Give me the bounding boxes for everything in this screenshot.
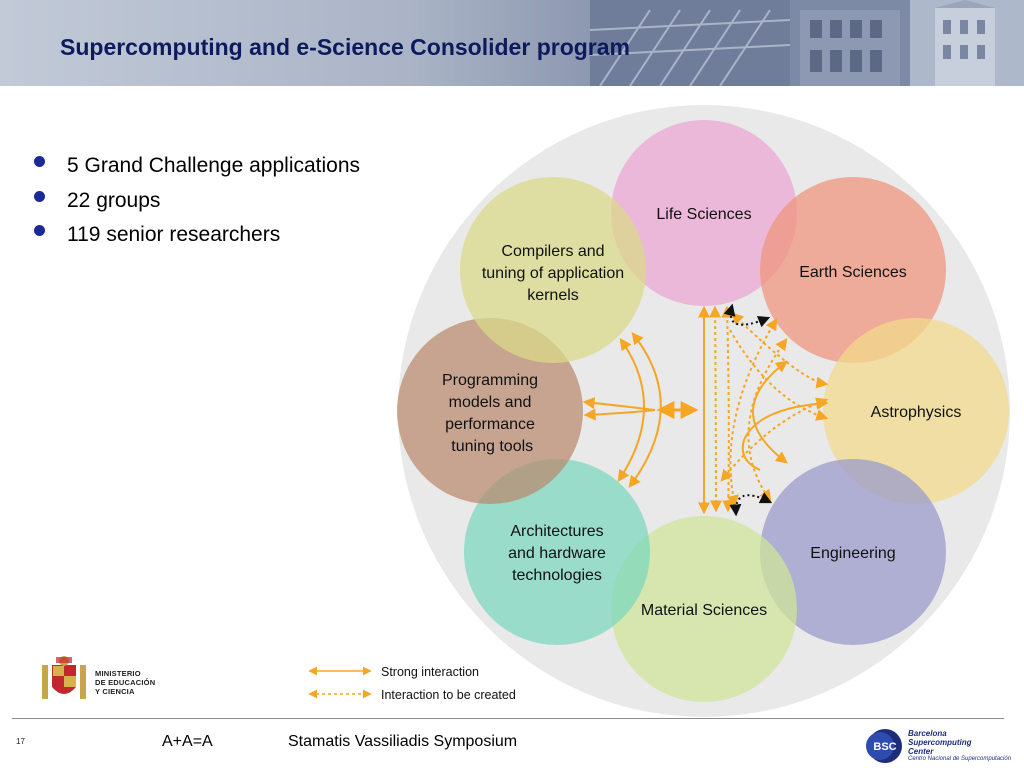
ministry-line: MINISTERIO [95, 669, 155, 678]
label-line: tuning of application [482, 265, 624, 282]
label-line: Programming [442, 372, 538, 389]
legend-strong-label: Strong interaction [381, 665, 479, 679]
page-number: 17 [16, 737, 25, 746]
bsc-line: Barcelona [908, 729, 972, 738]
label-life: Life Sciences [656, 206, 751, 223]
label-line: models and [449, 394, 532, 411]
ministry-line: DE EDUCACIÓN [95, 678, 155, 687]
legend-to-be-created-label: Interaction to be created [381, 688, 516, 702]
bsc-line: Center [908, 747, 972, 756]
footer-left-text: A+A=A [162, 733, 213, 751]
footer-center-text: Stamatis Vassiliadis Symposium [288, 733, 517, 751]
label-line: Compilers and [501, 243, 604, 260]
bsc-logo: BSC Barcelona Supercomputing Center Cent… [866, 727, 1016, 765]
bsc-line: Supercomputing [908, 738, 972, 747]
bsc-badge-text: BSC [873, 741, 896, 753]
label-line: Earth Sciences [799, 264, 907, 281]
label-material: Material Sciences [641, 602, 767, 619]
label-arch: Architectures and hardware technologies [508, 523, 606, 584]
legend: Strong interaction Interaction to be cre… [310, 665, 516, 702]
bsc-name: Barcelona Supercomputing Center [908, 729, 972, 756]
footer-divider [12, 718, 1004, 719]
label-line: tuning tools [447, 438, 533, 455]
label-earth: Earth Sciences [799, 264, 907, 281]
label-astro: Astrophysics [871, 404, 962, 421]
ministry-line: Y CIENCIA [95, 687, 155, 696]
label-line: technologies [512, 567, 602, 584]
ministry-name: MINISTERIO DE EDUCACIÓN Y CIENCIA [95, 669, 155, 696]
label-line: Material Sciences [641, 602, 767, 619]
label-line: and hardware [508, 545, 606, 562]
ministry-logo: MINISTERIO DE EDUCACIÓN Y CIENCIA [40, 655, 170, 705]
label-line: Architectures [510, 523, 603, 540]
bsc-subtitle: Centro Nacional de Supercomputación [908, 756, 1011, 762]
label-line: performance [445, 416, 535, 433]
label-line: kernels [527, 287, 579, 304]
label-eng: Engineering [810, 545, 895, 562]
label-line: Life Sciences [656, 206, 751, 223]
label-line: Engineering [810, 545, 895, 562]
bsc-logo-icon: BSC [866, 727, 906, 765]
coat-of-arms-icon [40, 655, 88, 705]
label-line: Astrophysics [871, 404, 962, 421]
